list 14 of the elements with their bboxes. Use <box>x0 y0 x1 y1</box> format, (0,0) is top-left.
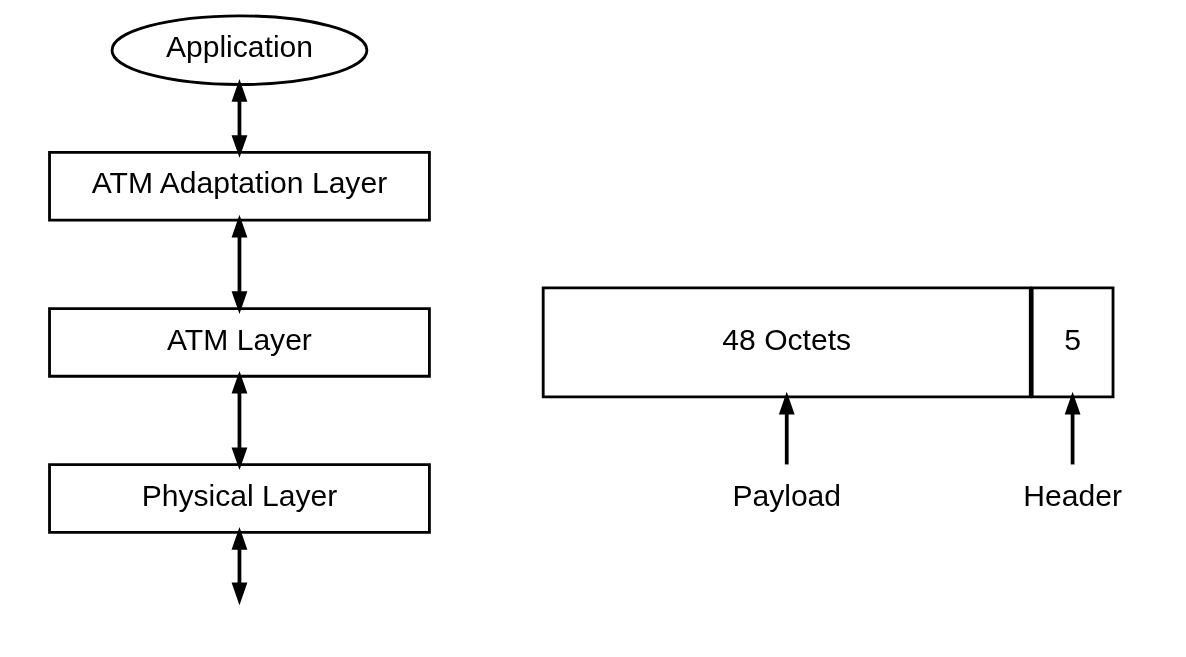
node-box: ATM Adaptation Layer <box>47 151 431 222</box>
node-box: 48 Octets <box>541 286 1032 399</box>
node-box: ATM Layer <box>47 307 431 378</box>
node-ellipse: Application <box>110 14 368 86</box>
node-text: Header <box>1022 478 1122 512</box>
node-box: 5 <box>1030 286 1114 399</box>
node-text: Payload <box>731 478 841 512</box>
arrow <box>1064 391 1080 465</box>
arrow <box>778 391 795 465</box>
arrow <box>231 79 247 158</box>
arrow <box>231 527 247 606</box>
node-box: Physical Layer <box>47 463 431 534</box>
arrow <box>231 214 247 314</box>
arrow <box>231 370 247 471</box>
